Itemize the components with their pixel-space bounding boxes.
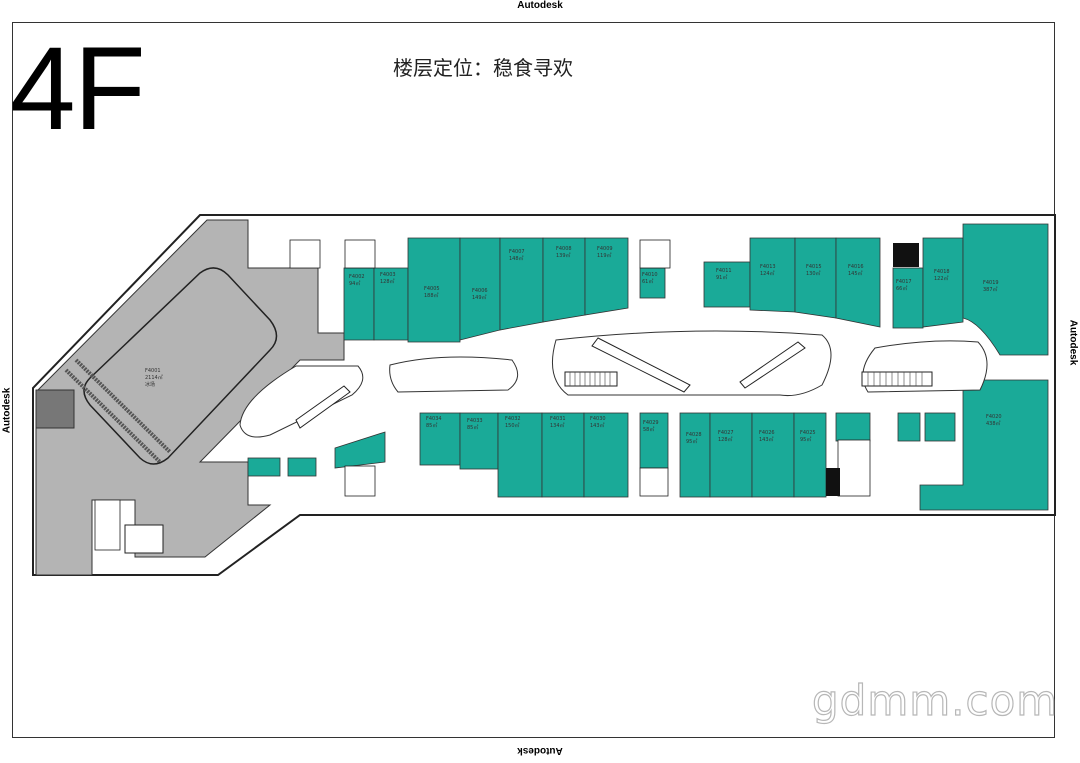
unit-area: 145㎡ (848, 270, 863, 277)
unit-area: 143㎡ (590, 422, 605, 429)
unit-area: 124㎡ (760, 270, 775, 277)
unit-id: F4007 (509, 249, 525, 255)
unit-area: 66㎡ (896, 285, 907, 292)
unit-id: F4005 (424, 286, 440, 292)
unit-area: 130㎡ (806, 270, 821, 277)
rink-barrier (64, 358, 172, 464)
unit-id: F4008 (556, 246, 572, 252)
unit-area: 85㎡ (426, 422, 437, 429)
dark-stair-2 (826, 468, 840, 496)
unit-id: F4006 (472, 288, 488, 294)
unit-id: F4029 (643, 420, 659, 426)
unit-id: F4001 (145, 368, 161, 374)
unit-id: F4011 (716, 268, 732, 274)
unit-area: 61㎡ (642, 278, 653, 285)
unit-area: 438㎡ (986, 420, 1001, 427)
unit-area: 128㎡ (718, 436, 733, 443)
unit-id: F4028 (686, 432, 702, 438)
unit-id: F4034 (426, 416, 442, 422)
north-shops (343, 223, 1049, 356)
unit-area: 128㎡ (380, 278, 395, 285)
south-shops (247, 379, 1049, 511)
unit-id: F4030 (590, 416, 606, 422)
unit-id: F4015 (806, 264, 822, 270)
unit-id: F4026 (759, 430, 775, 436)
unit-id: F4017 (896, 279, 912, 285)
floor-label: 4F (10, 23, 146, 155)
service-room (124, 524, 164, 554)
unit-id: F4013 (760, 264, 776, 270)
unit-id: F4003 (380, 272, 396, 278)
unit-id: F4032 (505, 416, 521, 422)
site-watermark: gdmm.com (811, 675, 1059, 725)
escalators (295, 337, 933, 429)
unit-area: 2114㎡ (145, 374, 163, 381)
unit-id: F4027 (718, 430, 734, 436)
unit-id: F4019 (983, 280, 999, 286)
unit-id: F4031 (550, 416, 566, 422)
unit-area: 85㎡ (467, 424, 478, 431)
unit-id: F4025 (800, 430, 816, 436)
unit-area: 150㎡ (505, 422, 520, 429)
unit-area: 91㎡ (716, 274, 727, 281)
unit-area: 134㎡ (550, 422, 565, 429)
plan-title: 楼层定位：稳食寻欢 (393, 56, 573, 80)
unit-area: 94㎡ (349, 280, 360, 287)
unit-area: 122㎡ (934, 275, 949, 282)
unit-id: F4009 (597, 246, 613, 252)
unit-area: 149㎡ (472, 294, 487, 301)
unit-note: 冰场 (145, 381, 155, 388)
stair-cores (94, 239, 871, 551)
unit-id: F4018 (934, 269, 950, 275)
unit-id: F4033 (467, 418, 483, 424)
unit-area: 387㎡ (983, 286, 998, 293)
anchor-block-f4001 (35, 219, 345, 576)
unit-area: 139㎡ (556, 252, 571, 259)
unit-id: F4002 (349, 274, 365, 280)
unit-area: 119㎡ (597, 252, 612, 259)
escalator-steps (569, 372, 923, 386)
unit-id: F4016 (848, 264, 864, 270)
hatched-area (35, 389, 75, 429)
dark-stair (893, 243, 919, 267)
unit-area: 95㎡ (686, 438, 697, 445)
ice-rink (83, 267, 278, 465)
unit-area: 95㎡ (800, 436, 811, 443)
watermark-top: Autodesk (517, 0, 563, 11)
unit-area: 188㎡ (424, 292, 439, 299)
unit-area: 148㎡ (509, 255, 524, 262)
unit-id: F4010 (642, 272, 658, 278)
unit-area: 143㎡ (759, 436, 774, 443)
unit-area: 58㎡ (643, 426, 654, 433)
unit-id: F4020 (986, 414, 1002, 420)
